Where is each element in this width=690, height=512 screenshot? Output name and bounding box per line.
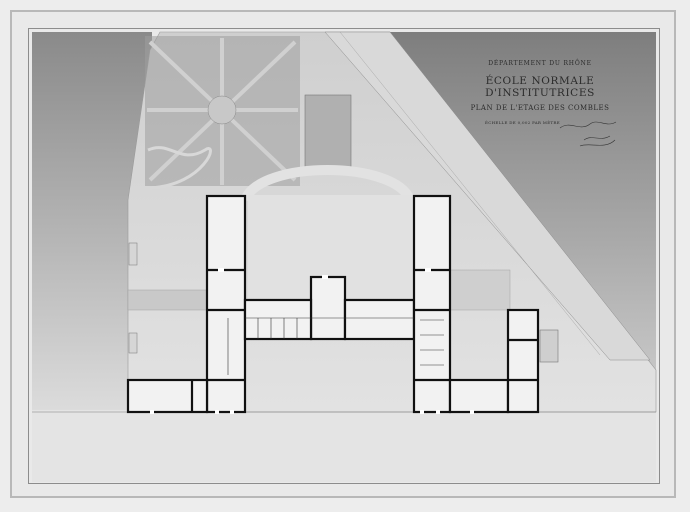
scale-text: ÉCHELLE DE 0,002 PAR MÈTRE [485, 120, 560, 125]
plan-title: PLAN DE L'ETAGE DES COMBLES [470, 104, 610, 112]
garden-parterre-block [304, 94, 352, 171]
lower-ground [32, 410, 656, 482]
architect-signature [559, 121, 617, 147]
school-title: ÉCOLE NORMALE D'INSTITUTRICES [485, 75, 595, 99]
interior-partitions [227, 317, 444, 375]
inner-drawing-frame [28, 28, 660, 484]
formal-garden [145, 36, 300, 190]
courtyard-drive [240, 165, 415, 203]
building-walls [126, 194, 540, 414]
title-block: DÉPARTEMENT DU RHÔNE ÉCOLE NORMALE D'INS… [445, 60, 635, 125]
wall-openings [150, 268, 474, 414]
east-outbuilding [539, 329, 559, 363]
department-text: DÉPARTEMENT DU RHÔNE [488, 60, 592, 67]
